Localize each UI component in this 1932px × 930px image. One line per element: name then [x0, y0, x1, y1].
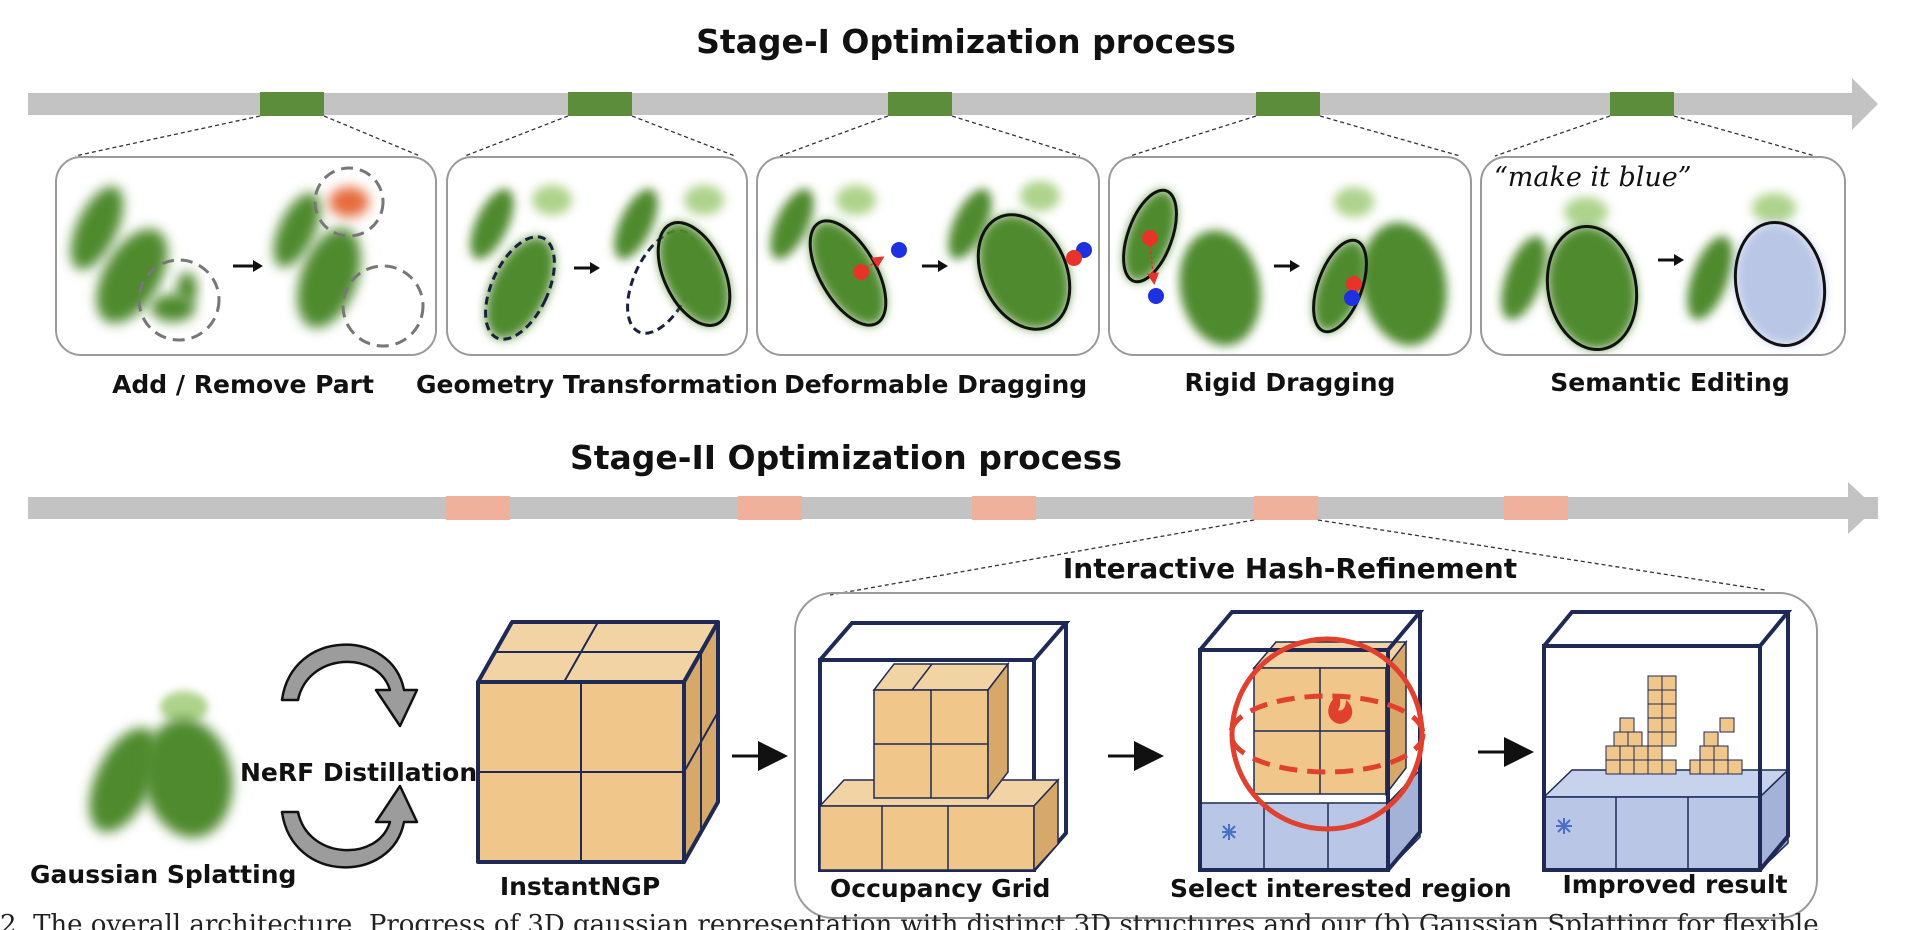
arrow-right-icon: [590, 262, 600, 274]
occupancy-grid: [818, 621, 1071, 872]
stage2-marker: [1504, 496, 1568, 520]
label-deformable-dragging: Deformable Dragging: [784, 370, 1088, 399]
label-geometry-transformation: Geometry Transformation: [416, 370, 778, 399]
refine-title: Interactive Hash-Refinement: [1062, 552, 1518, 585]
arrow-right-icon: [253, 260, 263, 272]
stage2-title: Stage-II Optimization process: [569, 438, 1123, 477]
stage2-marker: [738, 496, 802, 520]
stage1-marker: [568, 92, 632, 116]
select-region-grid: [1198, 610, 1426, 872]
snowflake-icon: [1222, 824, 1236, 840]
stage2-marker: [1254, 496, 1318, 520]
label-nerf-distillation: NeRF Distillation: [240, 758, 478, 787]
stage2-marker: [446, 496, 510, 520]
instantngp-cube: [476, 620, 720, 864]
panel-add-remove: [55, 156, 437, 356]
stage1-marker: [1256, 92, 1320, 116]
panel-deformable-dragging: [756, 156, 1100, 356]
panel-rigid-dragging: [1108, 156, 1472, 356]
label-semantic-editing: Semantic Editing: [1550, 368, 1790, 397]
fire-icon: [1328, 694, 1353, 724]
timeline-arrowhead-icon: [1852, 78, 1878, 130]
label-occupancy-grid: Occupancy Grid: [830, 874, 1051, 903]
stage1-title: Stage-I Optimization process: [696, 22, 1236, 61]
zoom-lines: [74, 115, 1816, 157]
improved-result-grid: [1542, 610, 1793, 872]
stage1-marker: [888, 92, 952, 116]
label-select-region: Select interested region: [1170, 874, 1512, 903]
stage1-marker: [1610, 92, 1674, 116]
stage1-marker: [260, 92, 324, 116]
stage2-marker: [972, 496, 1036, 520]
arrow-right-icon: [1674, 254, 1684, 266]
arrow-right-icon: [1290, 260, 1300, 272]
stage1-timeline: [28, 78, 1878, 130]
label-improved-result: Improved result: [1562, 870, 1788, 899]
label-rigid-dragging: Rigid Dragging: [1184, 368, 1396, 397]
panel-semantic-editing: “make it blue”: [1480, 156, 1846, 356]
timeline-arrowhead-icon: [1848, 482, 1876, 534]
gaussian-splatting-blobs: [89, 691, 233, 838]
cycle-arrow-icon: [280, 643, 419, 869]
arrow-right-icon: [938, 260, 948, 272]
stage2-timeline: [28, 482, 1878, 534]
figure-caption-fragment: 2. The overall architecture. Progress of…: [0, 912, 1819, 930]
panel-geometry-transformation: [446, 156, 748, 356]
refine-panel: [794, 592, 1818, 919]
snowflake-icon: [1556, 818, 1572, 834]
label-add-remove: Add / Remove Part: [112, 370, 374, 399]
semantic-prompt-note: “make it blue”: [1494, 162, 1692, 193]
label-gaussian-splatting: Gaussian Splatting: [30, 860, 297, 889]
selection-ellipse: [1228, 693, 1426, 775]
zoom-lines: [829, 519, 1766, 596]
label-instantngp: InstantNGP: [499, 872, 661, 901]
